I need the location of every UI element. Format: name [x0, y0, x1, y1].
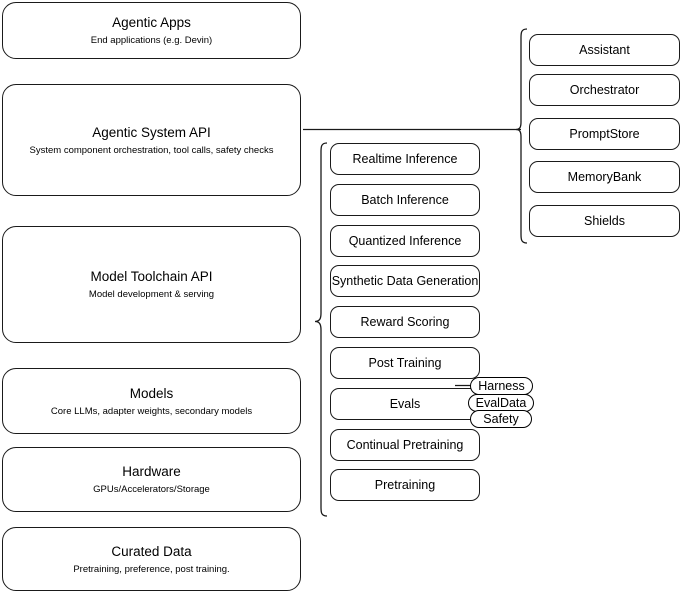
chip-label: Quantized Inference	[348, 234, 462, 248]
layer-subtitle: System component orchestration, tool cal…	[29, 144, 274, 156]
chip-promptstore[interactable]: PromptStore	[529, 118, 680, 150]
chip-label: Post Training	[368, 356, 442, 370]
layer-node-curated-data[interactable]: Curated Data Pretraining, preference, po…	[2, 527, 301, 591]
chip-assistant[interactable]: Assistant	[529, 34, 680, 66]
chip-memorybank[interactable]: MemoryBank	[529, 161, 680, 193]
layer-subtitle: Core LLMs, adapter weights, secondary mo…	[50, 405, 253, 417]
chip-label: Synthetic Data Generation	[331, 274, 479, 288]
layer-title: Agentic Apps	[112, 15, 191, 30]
layer-node-agentic-system-api[interactable]: Agentic System API System component orch…	[2, 84, 301, 196]
chip-label: Reward Scoring	[360, 315, 450, 329]
chip-label: Shields	[584, 214, 625, 228]
layer-subtitle: Model development & serving	[88, 289, 215, 300]
chip-label: Batch Inference	[361, 193, 449, 207]
badge-label: EvalData	[475, 396, 527, 410]
layer-title: Agentic System API	[92, 124, 211, 140]
chip-label: Continual Pretraining	[346, 438, 464, 452]
chip-label: PromptStore	[569, 127, 640, 141]
badge-label: Safety	[483, 412, 519, 426]
chip-quantized-inference[interactable]: Quantized Inference	[330, 225, 480, 257]
layer-title: Curated Data	[111, 543, 192, 559]
chip-label: Evals	[389, 397, 421, 411]
chip-synthetic-data-generation[interactable]: Synthetic Data Generation	[330, 265, 480, 297]
layer-node-agentic-apps[interactable]: Agentic Apps End applications (e.g. Devi…	[2, 2, 301, 59]
chip-label: Pretraining	[374, 478, 436, 492]
layer-subtitle: GPUs/Accelerators/Storage	[93, 484, 210, 495]
layer-title: Hardware	[122, 464, 181, 479]
badge-label: Harness	[478, 379, 525, 393]
chip-batch-inference[interactable]: Batch Inference	[330, 184, 480, 216]
layer-node-models[interactable]: Models Core LLMs, adapter weights, secon…	[2, 368, 301, 434]
chip-orchestrator[interactable]: Orchestrator	[529, 74, 680, 106]
chip-continual-pretraining[interactable]: Continual Pretraining	[330, 429, 480, 461]
badge-safety[interactable]: Safety	[470, 410, 532, 428]
chip-label: Assistant	[579, 43, 630, 57]
chip-evals[interactable]: Evals	[330, 388, 480, 420]
chip-label: Orchestrator	[569, 83, 640, 97]
layer-node-model-toolchain-api[interactable]: Model Toolchain API Model development & …	[2, 226, 301, 343]
layer-subtitle: End applications (e.g. Devin)	[90, 35, 213, 46]
chip-reward-scoring[interactable]: Reward Scoring	[330, 306, 480, 338]
chip-label: MemoryBank	[567, 170, 642, 184]
layer-node-hardware[interactable]: Hardware GPUs/Accelerators/Storage	[2, 447, 301, 512]
layer-title: Models	[129, 385, 174, 401]
layer-subtitle: Pretraining, preference, post training.	[73, 563, 230, 575]
chip-realtime-inference[interactable]: Realtime Inference	[330, 143, 480, 175]
chip-post-training[interactable]: Post Training	[330, 347, 480, 379]
chip-label: Realtime Inference	[352, 152, 458, 166]
chip-pretraining[interactable]: Pretraining	[330, 469, 480, 501]
chip-shields[interactable]: Shields	[529, 205, 680, 237]
layer-title: Model Toolchain API	[90, 269, 213, 284]
badge-harness[interactable]: Harness	[470, 377, 533, 395]
